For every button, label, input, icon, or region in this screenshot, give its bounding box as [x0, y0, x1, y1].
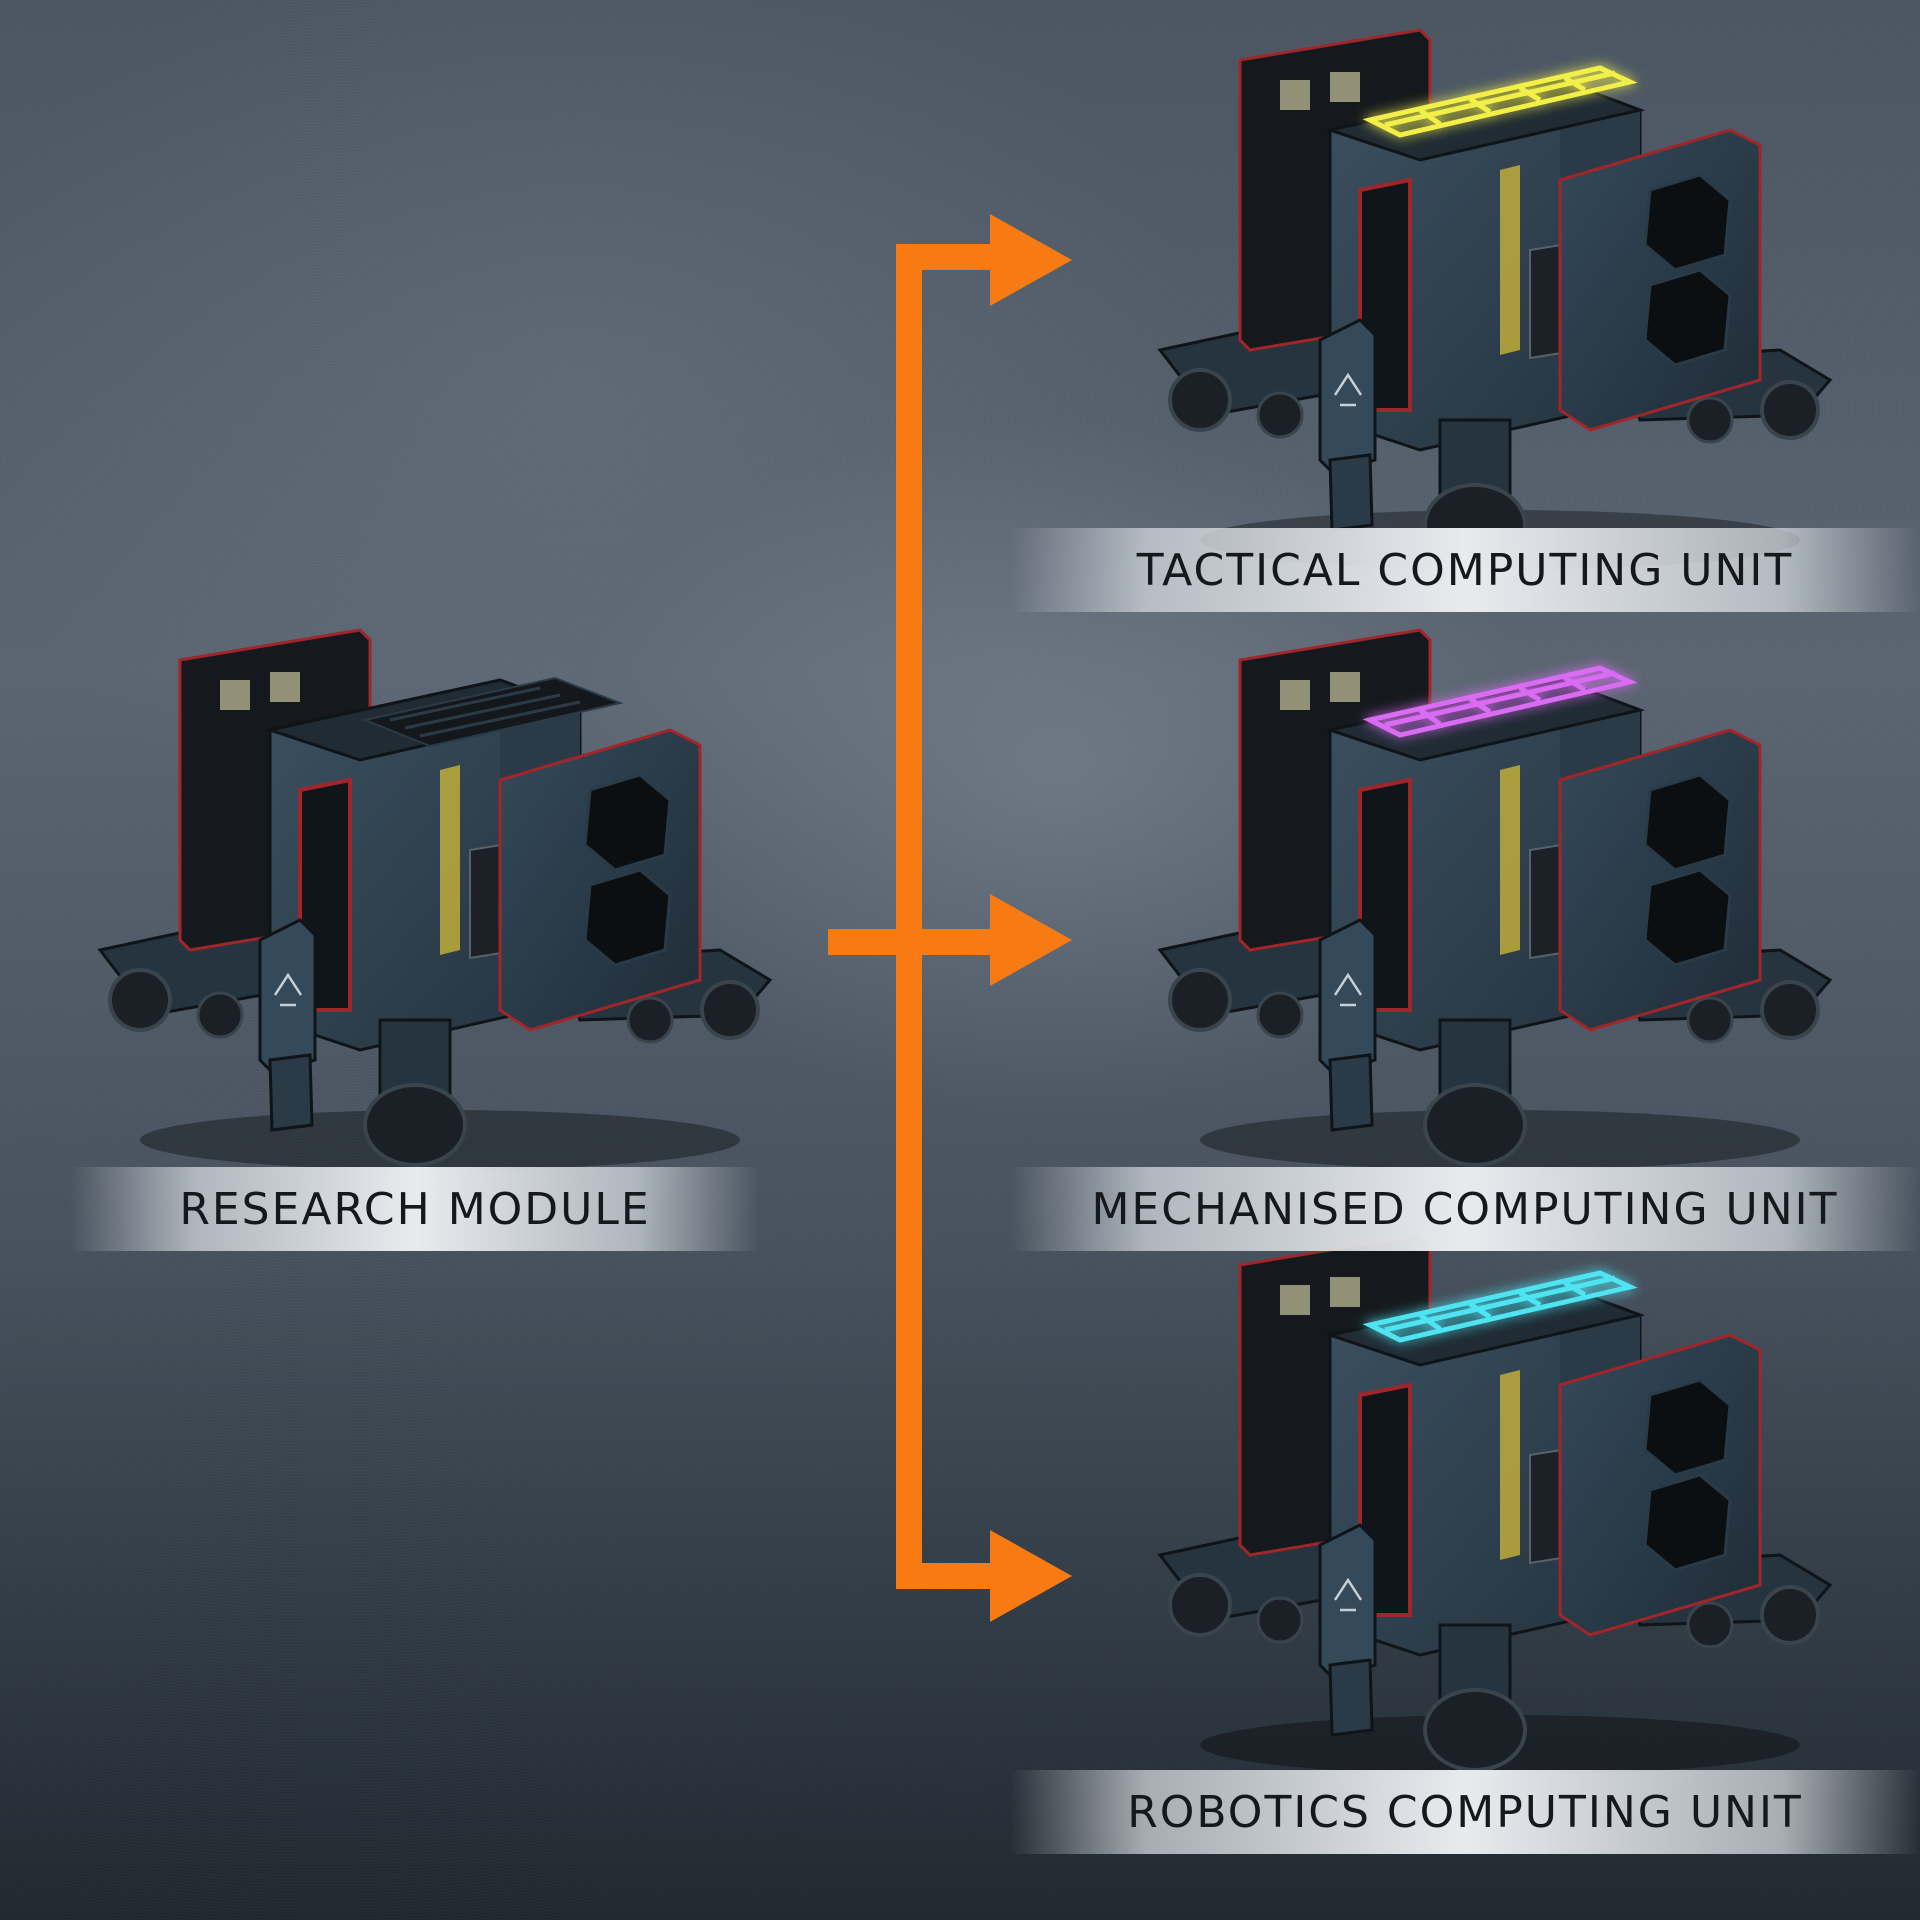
tactical-computing-unit-image: [1158, 28, 1832, 572]
label-band-tactical: TACTICAL COMPUTING UNIT: [1010, 528, 1920, 612]
arrow-stem-top: [896, 244, 996, 270]
arrow-head-bottom: [990, 1530, 1072, 1622]
mechanised-computing-unit-image: [1158, 628, 1832, 1172]
glow-grid-yellow: [1362, 65, 1638, 138]
mechanised-computing-unit-label: MECHANISED COMPUTING UNIT: [1091, 1183, 1839, 1235]
arrow-vertical-trunk: [896, 244, 922, 1589]
arrow-stem-middle: [922, 929, 996, 955]
research-module-image: [98, 628, 772, 1172]
label-band-mechanised: MECHANISED COMPUTING UNIT: [1010, 1167, 1920, 1251]
research-module-label: RESEARCH MODULE: [179, 1183, 651, 1235]
robotics-computing-unit-image: [1158, 1233, 1832, 1777]
robotics-computing-unit-label: ROBOTICS COMPUTING UNIT: [1127, 1786, 1803, 1838]
glow-grid-cyan: [1362, 1270, 1638, 1343]
glow-grid-magenta: [1362, 665, 1638, 738]
tactical-computing-unit-label: TACTICAL COMPUTING UNIT: [1136, 544, 1794, 596]
label-band-research: RESEARCH MODULE: [70, 1167, 760, 1251]
arrow-head-middle: [990, 894, 1072, 986]
upgrade-arrows: [828, 214, 1072, 1622]
arrow-stem-bottom: [896, 1563, 996, 1589]
arrow-head-top: [990, 214, 1072, 306]
label-band-robotics: ROBOTICS COMPUTING UNIT: [1010, 1770, 1920, 1854]
research-module-top-panel: [361, 676, 624, 748]
